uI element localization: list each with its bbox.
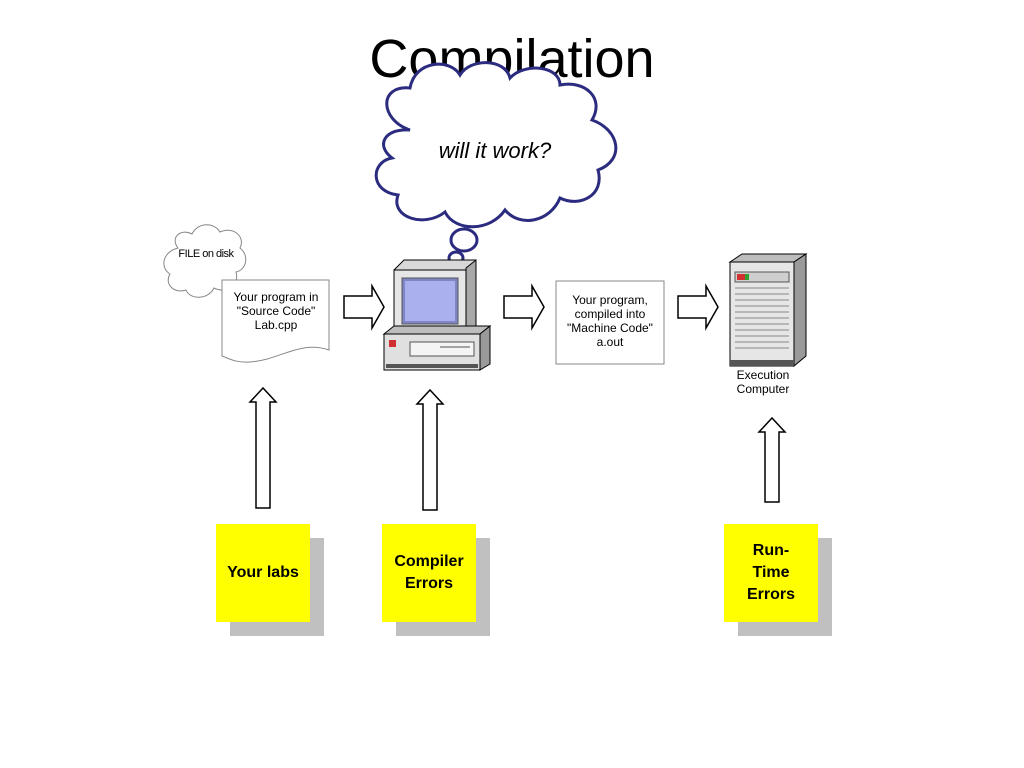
up-arrow-icon [757,416,787,503]
execution-computer-label: Execution Computer [718,368,808,396]
note-text: Run- Time Errors [747,540,795,606]
source-doc-line: "Source Code" [236,304,316,318]
machine-code-text: Your program, compiled into "Machine Cod… [556,293,664,349]
source-doc-text: Your program in "Source Code" Lab.cpp [222,290,330,332]
note-line: Run- [752,542,790,559]
note-line: Compiler [394,553,464,570]
note-text: Compiler Errors [394,551,463,595]
file-on-disk-cloud [163,224,247,298]
thought-text: will it work? [438,138,552,163]
note-compiler-errors: Compiler Errors [382,524,490,636]
note-line: Time [752,564,790,581]
note-line: Errors [746,586,796,603]
note-your-labs: Your labs [216,524,324,636]
right-arrow-icon [503,283,545,331]
source-doc-line: Lab.cpp [254,318,298,332]
source-code-document [221,279,330,363]
note-runtime-errors: Run- Time Errors [724,524,832,636]
server-tower-icon [728,253,808,368]
machine-code-line: compiled into [574,307,646,321]
machine-code-line: a.out [596,335,624,349]
source-doc-line: Your program in [233,290,319,304]
machine-code-line: "Machine Code" [567,321,653,335]
machine-code-line: Your program, [572,293,648,307]
desktop-computer-icon [382,258,492,371]
execution-label-line: Computer [736,382,790,396]
machine-code-box [555,280,665,365]
note-face: Compiler Errors [382,524,476,622]
file-cloud-label: FILE on disk [178,248,234,260]
up-arrow-icon [248,386,278,509]
execution-label-line: Execution [736,368,790,382]
note-face: Your labs [216,524,310,622]
note-text: Your labs [227,564,299,581]
note-line: Errors [404,575,454,592]
up-arrow-icon [415,388,445,511]
note-face: Run- Time Errors [724,524,818,622]
right-arrow-icon [677,283,719,331]
right-arrow-icon [343,283,385,331]
